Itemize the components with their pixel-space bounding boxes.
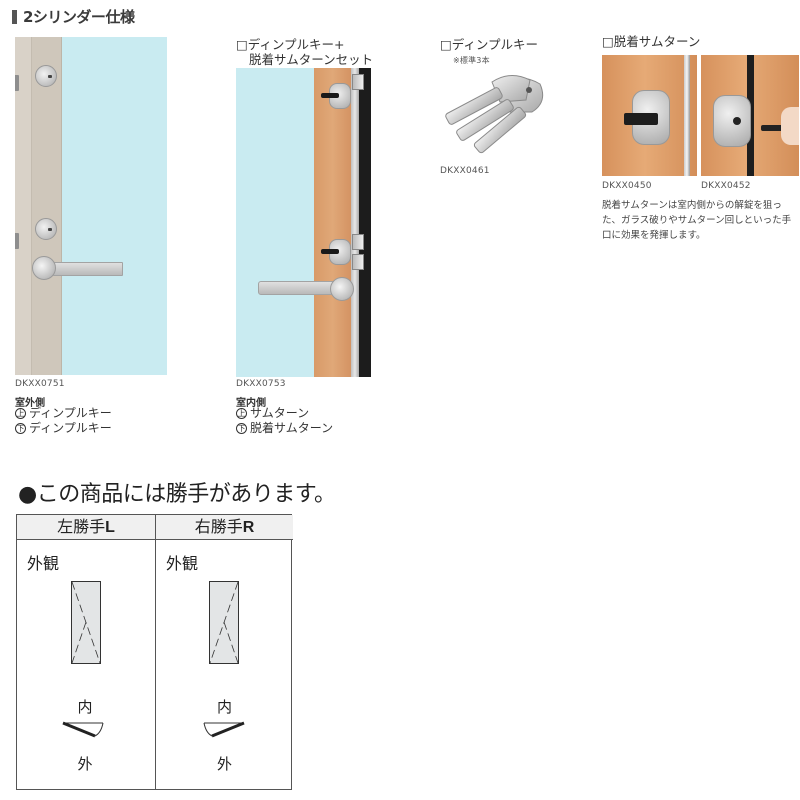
lever-rose-icon <box>330 277 354 301</box>
thumbturn-description: 脱着サムターンは室内側からの解錠を狙った、ガラス破りやサムターン回しといった手口… <box>602 200 792 241</box>
outside-label: 外 <box>77 755 93 773</box>
thumbturn-body-icon <box>713 95 751 147</box>
lower-spec-text: 脱着サムターン <box>250 421 334 435</box>
lower-mark-icon: 下 <box>15 423 26 434</box>
lower-mark-icon: 下 <box>236 423 247 434</box>
product-code: DKXX0753 <box>236 379 286 389</box>
wood-stile <box>314 68 351 377</box>
product-code: DKXX0450 <box>602 181 652 191</box>
upper-spec-text: サムターン <box>250 406 310 420</box>
lever-rose-icon <box>32 256 56 280</box>
hinge-icon <box>15 233 19 249</box>
handedness-notice: ●この商品には勝手があります。 <box>18 482 336 507</box>
product-title: □ディンプルキー <box>440 37 539 52</box>
door-panel <box>236 68 314 377</box>
hand-letter: L <box>105 519 115 536</box>
door-outside-image <box>15 37 167 375</box>
door-panel <box>63 37 167 375</box>
upper-spec-text: ディンプルキー <box>29 406 112 420</box>
lever-handle-icon <box>258 281 336 295</box>
thumbturn-attached-photo <box>602 55 697 176</box>
left-hand-door-diagram-icon <box>62 581 104 738</box>
lower-spec-text: ディンプルキー <box>29 421 112 435</box>
lower-spec: 下ディンプルキー <box>15 421 112 436</box>
upper-spec: 上サムターン <box>236 406 309 421</box>
view-label: 外観 <box>166 554 199 573</box>
right-hand-cell: 外観 内 外 <box>155 540 293 789</box>
inside-label: 内 <box>216 698 232 716</box>
hand-letter: R <box>242 519 255 536</box>
handedness-table: 左勝手L 右勝手R 外観 内 外 外観 内 外 <box>16 514 293 790</box>
thumbturn-knob-icon <box>321 249 339 254</box>
side-label: 室外側 <box>15 398 45 409</box>
latch-icon <box>352 254 364 270</box>
detached-knob-icon <box>761 125 789 131</box>
thumbturn-knob-icon <box>624 113 658 125</box>
product-title: □脱着サムターン <box>602 34 701 49</box>
door-stile <box>32 37 62 375</box>
left-hand-cell: 外観 内 外 <box>17 540 155 789</box>
thumbturn-knob-icon <box>321 93 339 98</box>
door-frame <box>15 37 32 375</box>
product-code: DKXX0461 <box>440 166 490 176</box>
upper-spec: 上ディンプルキー <box>15 406 112 421</box>
standard-note: ※標準3本 <box>453 56 490 65</box>
product-code: DKXX0751 <box>15 379 65 389</box>
view-label: 外観 <box>27 554 60 573</box>
product-code: DKXX0452 <box>701 181 751 191</box>
column-header-left: 左勝手L <box>17 515 155 540</box>
right-hand-door-diagram-icon <box>203 581 245 738</box>
upper-mark-icon: 上 <box>236 408 247 419</box>
product-title-line2: 脱着サムターンセット <box>249 52 374 67</box>
lower-cylinder-icon <box>35 218 57 240</box>
hinge-icon <box>15 75 19 91</box>
side-label: 室内側 <box>236 398 266 409</box>
section-marker <box>12 9 17 24</box>
upper-cylinder-icon <box>35 65 57 87</box>
section-title: 2シリンダー仕様 <box>12 6 135 27</box>
keyhole-icon <box>733 117 741 125</box>
door-edge <box>351 68 359 377</box>
section-title-text: 2シリンダー仕様 <box>23 8 135 26</box>
upper-mark-icon: 上 <box>15 408 26 419</box>
door-inside-image <box>236 68 371 377</box>
product-title: □ディンプルキー+ <box>236 37 345 52</box>
lower-spec: 下脱着サムターン <box>236 421 333 436</box>
door-jamb <box>359 68 371 377</box>
dimple-key-image <box>440 62 550 162</box>
hand-icon <box>781 107 799 145</box>
key-icon <box>445 75 544 154</box>
latch-icon <box>352 234 364 250</box>
inside-label: 内 <box>77 698 93 716</box>
lever-handle-icon <box>51 262 123 276</box>
thumbturn-detached-photo <box>701 55 799 176</box>
column-header-right: 右勝手R <box>155 515 293 540</box>
latch-icon <box>352 74 364 90</box>
outside-label: 外 <box>216 755 232 773</box>
